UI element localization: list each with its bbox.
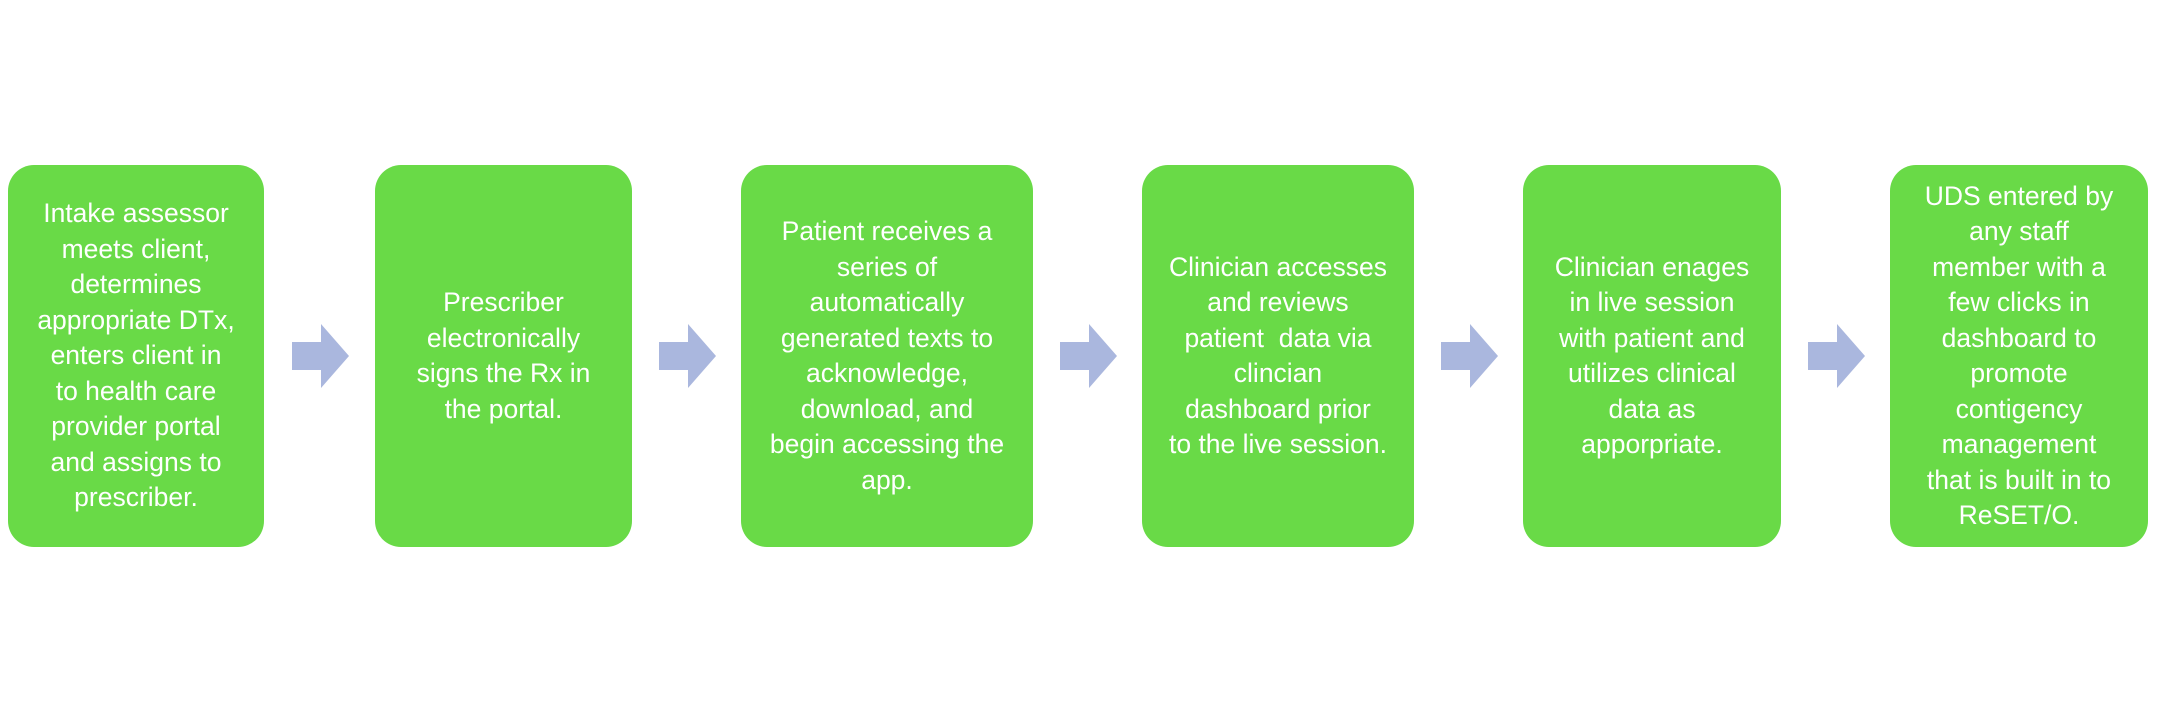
step-6-line: that is built in to bbox=[1926, 464, 2112, 495]
step-3-text: Patient receives a series of automatical… bbox=[770, 214, 1004, 498]
step-3-line: acknowledge, bbox=[805, 358, 969, 388]
step-2-line: signs the Rx in bbox=[416, 358, 591, 388]
step-6-line: any staff bbox=[1969, 216, 2069, 246]
step-6-line: dashboard to bbox=[1941, 322, 2097, 353]
step-3-line: Patient receives a bbox=[781, 216, 993, 246]
step-4-line: to the live session. bbox=[1168, 429, 1387, 459]
step-1-line: and assigns to bbox=[50, 446, 222, 477]
step-5-box: Clinician enages in live session with pa… bbox=[1523, 165, 1781, 547]
step-4-line: dashboard prior bbox=[1185, 393, 1371, 424]
step-1-text: Intake assessor meets client, determines… bbox=[37, 196, 234, 516]
right-arrow-icon bbox=[659, 324, 716, 388]
step-5-line: in live session bbox=[1569, 287, 1735, 317]
step-6-text: UDS entered by any staff member with a f… bbox=[1925, 179, 2114, 534]
right-arrow-icon bbox=[292, 324, 349, 388]
step-3-line: series of bbox=[836, 251, 938, 282]
step-4-line: clincian bbox=[1233, 358, 1323, 388]
step-1-line: meets client, bbox=[61, 233, 211, 264]
step-4-line: Clinician accesses bbox=[1169, 251, 1387, 282]
step-1-line: to health care bbox=[55, 375, 217, 406]
step-4-box: Clinician accesses and reviews patient d… bbox=[1142, 165, 1414, 547]
step-6-line: few clicks in bbox=[1948, 287, 2090, 317]
step-2-line: Prescriber bbox=[443, 287, 564, 317]
step-5-line: apporpriate. bbox=[1581, 429, 1723, 459]
step-1-box: Intake assessor meets client, determines… bbox=[8, 165, 264, 547]
step-6-box: UDS entered by any staff member with a f… bbox=[1890, 165, 2148, 547]
step-6-line: promote bbox=[1970, 358, 2068, 388]
step-1-line: determines bbox=[70, 269, 202, 300]
step-3-line: generated texts to bbox=[780, 322, 994, 353]
step-1-line: appropriate DTx, bbox=[37, 304, 235, 335]
step-2-box: Prescriber electronically signs the Rx i… bbox=[375, 165, 632, 547]
step-3-line: automatically bbox=[809, 287, 965, 317]
step-5-text: Clinician enages in live session with pa… bbox=[1555, 250, 1749, 463]
step-5-line: data as bbox=[1608, 393, 1696, 424]
step-6-line: contigency bbox=[1955, 393, 2083, 424]
step-4-line: patient data via bbox=[1184, 322, 1372, 353]
step-6-line: member with a bbox=[1932, 251, 2106, 282]
right-arrow-icon bbox=[1808, 324, 1865, 388]
step-5-line: Clinician enages bbox=[1554, 251, 1750, 282]
step-5-line: with patient and bbox=[1559, 322, 1745, 353]
step-1-line: prescriber. bbox=[74, 482, 198, 513]
step-6-line: management bbox=[1941, 429, 2097, 459]
step-3-line: begin accessing the bbox=[769, 429, 1005, 459]
right-arrow-icon bbox=[1441, 324, 1498, 388]
right-arrow-icon bbox=[1060, 324, 1117, 388]
step-5-line: utilizes clinical bbox=[1568, 358, 1736, 388]
step-1-line: provider portal bbox=[51, 411, 221, 442]
step-4-line: and reviews bbox=[1207, 287, 1349, 317]
step-1-line: enters client in bbox=[50, 340, 222, 371]
step-2-line: the portal. bbox=[444, 393, 563, 424]
step-1-line: Intake assessor bbox=[43, 198, 229, 229]
step-2-text: Prescriber electronically signs the Rx i… bbox=[417, 285, 591, 427]
step-2-line: electronically bbox=[426, 322, 581, 353]
step-4-text: Clinician accesses and reviews patient d… bbox=[1169, 250, 1387, 463]
step-6-line: UDS entered by bbox=[1924, 180, 2114, 211]
step-3-box: Patient receives a series of automatical… bbox=[741, 165, 1033, 547]
step-6-line: ReSET/O. bbox=[1958, 500, 2080, 530]
step-3-line: app. bbox=[861, 464, 913, 495]
step-3-line: download, and bbox=[800, 393, 974, 424]
